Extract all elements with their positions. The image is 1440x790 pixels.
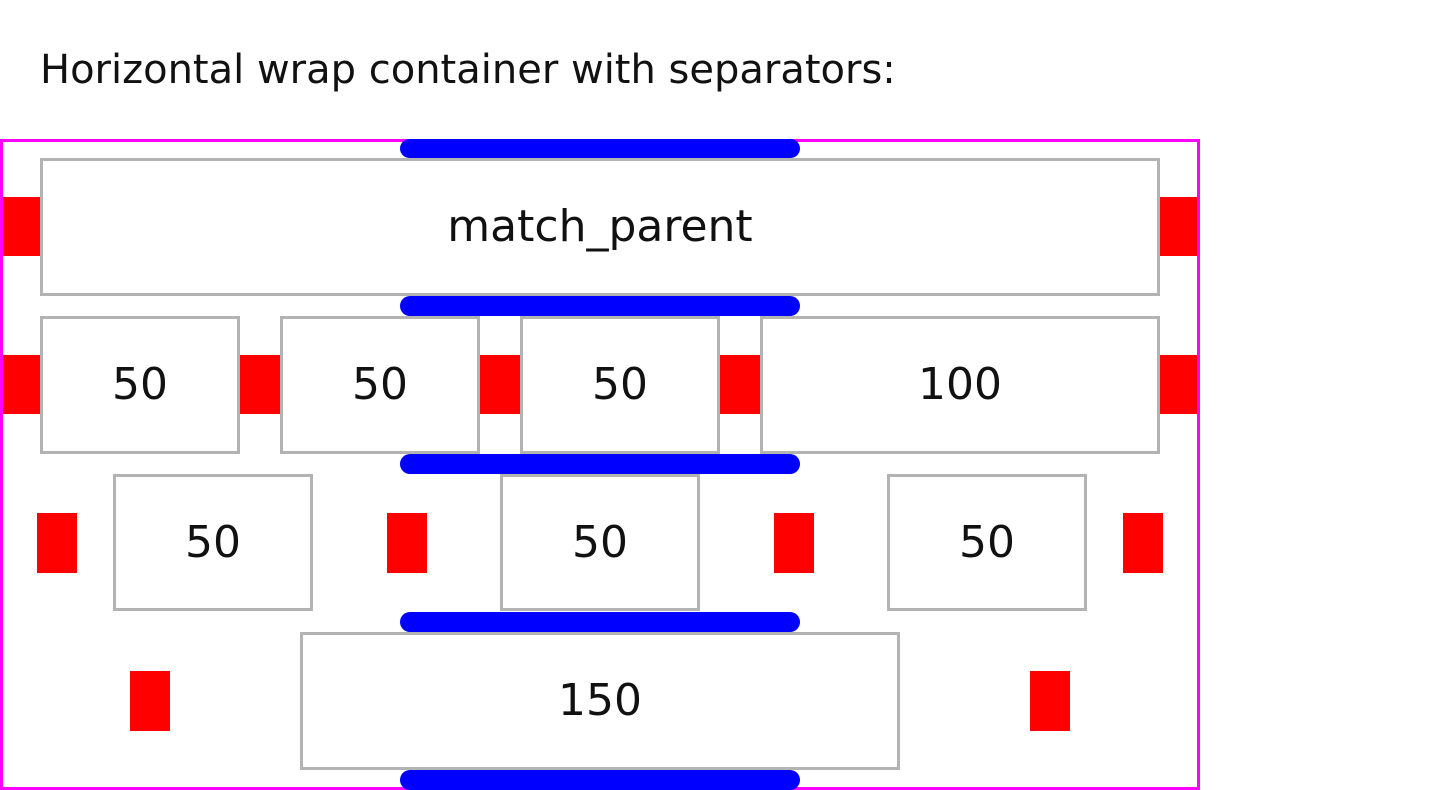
- item-separator: [240, 355, 280, 414]
- item-separator: [1123, 513, 1163, 573]
- line-separator: [400, 454, 800, 474]
- item-label: 50: [572, 516, 628, 568]
- wrap-item-match-parent: match_parent: [40, 158, 1160, 296]
- line-separator: [400, 139, 800, 158]
- item-label: 150: [558, 675, 642, 726]
- item-label: 50: [185, 516, 241, 568]
- wrap-item-50: 50: [280, 316, 480, 454]
- item-separator: [480, 355, 520, 414]
- wrap-item-50: 50: [113, 474, 313, 611]
- item-separator: [130, 671, 170, 731]
- item-separator: [387, 513, 427, 573]
- item-separator: [3, 355, 40, 414]
- wrap-item-50: 50: [520, 316, 720, 454]
- line-separator: [400, 770, 800, 790]
- line-separator: [400, 296, 800, 316]
- item-separator: [1160, 197, 1197, 256]
- wrap-item-50: 50: [887, 474, 1087, 611]
- page-title: Horizontal wrap container with separator…: [40, 47, 896, 93]
- item-label: 50: [959, 516, 1015, 568]
- item-separator: [720, 355, 760, 414]
- wrap-item-50: 50: [40, 316, 240, 454]
- item-separator: [774, 513, 814, 573]
- wrap-item-100: 100: [760, 316, 1160, 454]
- item-separator: [37, 513, 77, 573]
- wrap-item-150: 150: [300, 632, 900, 770]
- wrap-item-50: 50: [500, 474, 700, 611]
- item-label: match_parent: [447, 201, 753, 252]
- item-label: 100: [918, 359, 1002, 410]
- item-label: 50: [112, 359, 168, 410]
- line-separator: [400, 612, 800, 632]
- item-label: 50: [592, 359, 648, 410]
- item-separator: [1160, 355, 1197, 414]
- item-separator: [1030, 671, 1070, 731]
- item-separator: [3, 197, 40, 256]
- item-label: 50: [352, 359, 408, 410]
